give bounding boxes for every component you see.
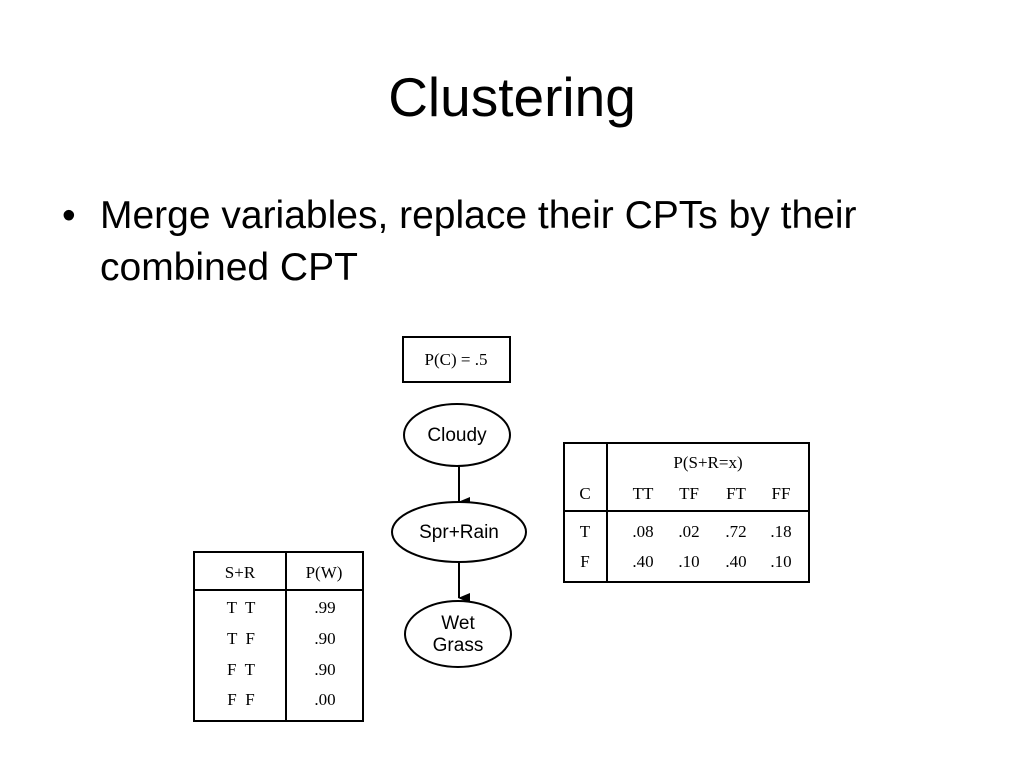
cpt-w-row-p: .00 [314,690,335,709]
cpt-w-row-sr: T T [227,598,256,617]
prior-box-label: P(C) = .5 [425,350,488,369]
cpt-sr-col-header: FF [772,484,791,503]
cpt-table-spr-rain: P(S+R=x) C TT TF FT FF T .08 .02 .72 .18… [563,442,810,583]
node-spr-rain: Spr+Rain [391,501,527,563]
cpt-w-row-p: .90 [314,660,335,679]
cpt-w-header-pw: P(W) [306,563,343,582]
cpt-sr-cell: .10 [678,552,699,571]
cpt-sr-cell: .08 [632,522,653,541]
cpt-w-header-sr: S+R [225,563,256,582]
cpt-w-row-sr: F F [227,690,254,709]
node-wet-grass: Wet Grass [404,600,512,668]
cpt-w-row-p: .90 [314,629,335,648]
node-cloudy-label: Cloudy [427,425,487,446]
node-cloudy: Cloudy [403,403,511,467]
cpt-w-row-p: .99 [314,598,335,617]
node-spr-rain-label: Spr+Rain [419,522,499,543]
cpt-sr-cell: .40 [632,552,653,571]
bullet-dot-icon: • [62,194,76,237]
cpt-sr-col-header: FT [726,484,746,503]
cpt-sr-title: P(S+R=x) [673,453,742,472]
cpt-w-row-sr: F T [227,660,256,679]
slide-title: Clustering [388,66,636,128]
prior-box: P(C) = .5 [402,336,511,383]
cpt-sr-cell: .02 [678,522,699,541]
cpt-table-wet-grass: S+R P(W) T T .99 T F .90 F T .90 F F .00 [193,551,364,722]
cpt-sr-cell: .72 [725,522,746,541]
cpt-sr-row-label: T [580,522,591,541]
node-wet-grass-label-line2: Grass [433,635,484,656]
cpt-sr-cell: .10 [770,552,791,571]
cpt-sr-row-label: F [580,552,589,571]
cpt-w-row-sr: T F [227,629,255,648]
cpt-sr-cell: .18 [770,522,791,541]
cpt-sr-col-header: TT [633,484,654,503]
cpt-sr-row-header: C [579,484,590,503]
bullet-text: Merge variables, replace their CPTs by t… [100,194,857,289]
cpt-sr-col-header: TF [679,484,699,503]
cpt-sr-cell: .40 [725,552,746,571]
node-wet-grass-label-line1: Wet [441,613,475,634]
